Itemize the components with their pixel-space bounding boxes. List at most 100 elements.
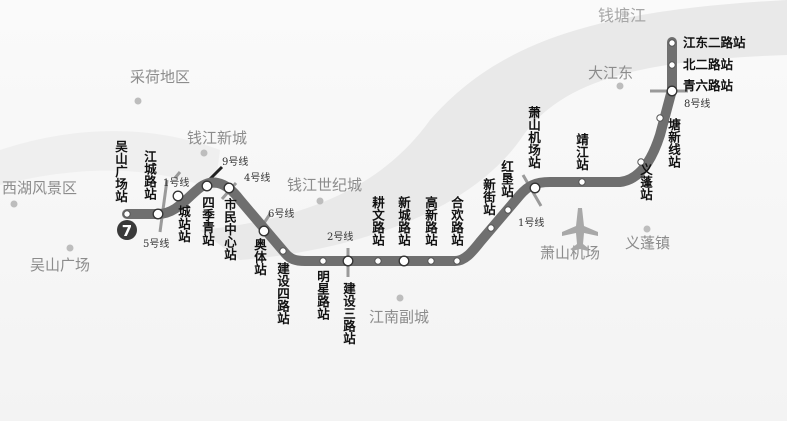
yipeng-town-label: 义蓬镇 xyxy=(625,234,670,252)
station-dot-jianshesi xyxy=(279,247,287,255)
line7-number: 7 xyxy=(122,222,132,240)
station-dot-tangxin xyxy=(656,114,664,122)
interchange-icon-jiangcheng xyxy=(152,208,164,220)
station-name-xincheng: 新城路站 xyxy=(396,196,411,246)
westlake-label: 西湖风景区 xyxy=(2,179,77,197)
station-name-hongken: 红垦站 xyxy=(499,160,514,198)
station-name-gengwen: 耕文路站 xyxy=(370,196,385,246)
dajiangdong-label: 大江东 xyxy=(588,64,633,82)
qianjiang-century-label: 钱江世纪城 xyxy=(287,176,362,194)
station-tangxin: 塘新线站 xyxy=(666,118,681,168)
station-jiangcheng: 江城路站 xyxy=(142,150,157,200)
station-name-jiangcheng: 江城路站 xyxy=(142,150,157,200)
caihe-label: 采荷地区 xyxy=(130,68,190,86)
station-aoti: 奥体站 xyxy=(252,238,267,276)
river-label: 钱塘江 xyxy=(598,6,646,25)
station-name-chengzhan: 城站站 xyxy=(176,205,191,243)
transfer-label-line5: 5号线 xyxy=(143,237,169,250)
station-dot-xinjie xyxy=(487,224,495,232)
transfer-label-line8: 8号线 xyxy=(684,97,710,110)
place-dots xyxy=(10,82,651,302)
wushan-square-label: 吴山广场 xyxy=(30,256,90,274)
station-mingxing: 明星路站 xyxy=(315,270,330,320)
station-dot-yipeng xyxy=(637,158,645,166)
station-chengzhan: 城站站 xyxy=(176,205,191,243)
station-name-yipeng: 义蓬站 xyxy=(638,163,653,201)
station-dot-beier xyxy=(668,61,676,69)
station-dots xyxy=(123,39,676,265)
interchange-icon-qingliu xyxy=(666,85,678,97)
station-gengwen: 耕文路站 xyxy=(370,196,385,246)
station-dot-gengwen xyxy=(374,257,382,265)
interchange-icon-airport xyxy=(529,182,541,194)
station-xinjie: 新街站 xyxy=(481,178,496,216)
station-name-sijiqing: 四季青站 xyxy=(200,196,215,246)
station-dot-wushan xyxy=(123,210,131,218)
station-name-jingjiang: 靖江站 xyxy=(574,133,589,171)
qianjiang-newtown-label: 钱江新城 xyxy=(187,129,247,147)
station-name-wushan: 吴山广场站 xyxy=(113,140,128,203)
station-airport: 萧山机场站 xyxy=(526,106,541,169)
station-name-shimin: 市民中心站 xyxy=(222,198,237,261)
transfer-label-line2: 2号线 xyxy=(327,230,353,243)
river-band xyxy=(200,0,787,260)
station-jianshesi: 建设四路站 xyxy=(275,262,290,325)
station-sijiqing: 四季青站 xyxy=(200,196,215,246)
transfer-label-line6: 6号线 xyxy=(268,207,294,220)
station-jiansheshan: 建设三路站 xyxy=(341,282,356,345)
station-name-beier: 北二路站 xyxy=(683,57,734,72)
station-xincheng: 新城路站 xyxy=(396,196,411,246)
station-name-aoti: 奥体站 xyxy=(252,238,267,276)
interchange-icon-sijiqing xyxy=(201,180,213,192)
line1-stub xyxy=(173,171,182,179)
station-name-hehuan: 合欢路站 xyxy=(449,196,464,246)
station-name-gaoxin: 高新路站 xyxy=(423,196,438,246)
westlake-dot xyxy=(10,200,18,208)
line5-stub xyxy=(158,179,169,233)
interchange-icon-shimin xyxy=(223,182,235,194)
station-jingjiang: 靖江站 xyxy=(574,133,589,171)
station-dot-hongken xyxy=(504,206,512,214)
station-name-jianshesi: 建设四路站 xyxy=(275,262,290,325)
interchange-symbols xyxy=(152,85,678,267)
station-hehuan: 合欢路站 xyxy=(449,196,464,246)
station-name-mingxing: 明星路站 xyxy=(315,270,330,320)
station-yipeng: 义蓬站 xyxy=(638,163,653,201)
station-name-airport: 萧山机场站 xyxy=(526,106,541,169)
station-dot-gaoxin xyxy=(427,257,435,265)
caihe-dot xyxy=(134,97,142,105)
river-band-west xyxy=(0,131,220,190)
station-name-qingliu: 青六路站 xyxy=(683,78,734,93)
line7-badge xyxy=(117,220,137,240)
transfer-label-line4: 4号线 xyxy=(244,171,270,184)
station-dot-hehuan xyxy=(453,257,461,265)
station-name-tangxin: 塘新线站 xyxy=(666,118,681,168)
station-name-xinjie: 新街站 xyxy=(481,178,496,216)
station-dot-jiangdong xyxy=(668,39,676,47)
wushan-square-dot xyxy=(66,244,74,252)
dajiangdong-dot xyxy=(616,82,624,90)
interchange-icon-jiansheshan xyxy=(342,255,354,267)
interchange-icon-xincheng xyxy=(398,255,410,267)
transfer-label-line1b: 1号线 xyxy=(518,216,544,229)
station-shimin: 市民中心站 xyxy=(222,198,237,261)
transfer-label-line9: 9号线 xyxy=(222,155,248,168)
airport-label: 萧山机场 xyxy=(540,244,600,262)
transfer-label-line1: 1号线 xyxy=(163,176,189,189)
station-gaoxin: 高新路站 xyxy=(423,196,438,246)
yipeng-town-dot xyxy=(643,225,651,233)
station-dot-jingjiang xyxy=(578,178,586,186)
jiangnan-label: 江南副城 xyxy=(369,308,429,326)
jiangnan-dot xyxy=(396,294,404,302)
station-wushan: 吴山广场站 xyxy=(113,140,128,203)
qianjiang-newtown-dot xyxy=(200,149,208,157)
airplane-icon xyxy=(562,208,598,251)
qianjiang-century-dot xyxy=(316,197,324,205)
interchange-icon-chengzhan xyxy=(172,190,184,202)
interchange-icon-aoti xyxy=(258,225,270,237)
station-hongken: 红垦站 xyxy=(499,160,514,198)
station-name-jiansheshan: 建设三路站 xyxy=(341,282,356,345)
station-name-jiangdong: 江东二路站 xyxy=(683,35,746,50)
